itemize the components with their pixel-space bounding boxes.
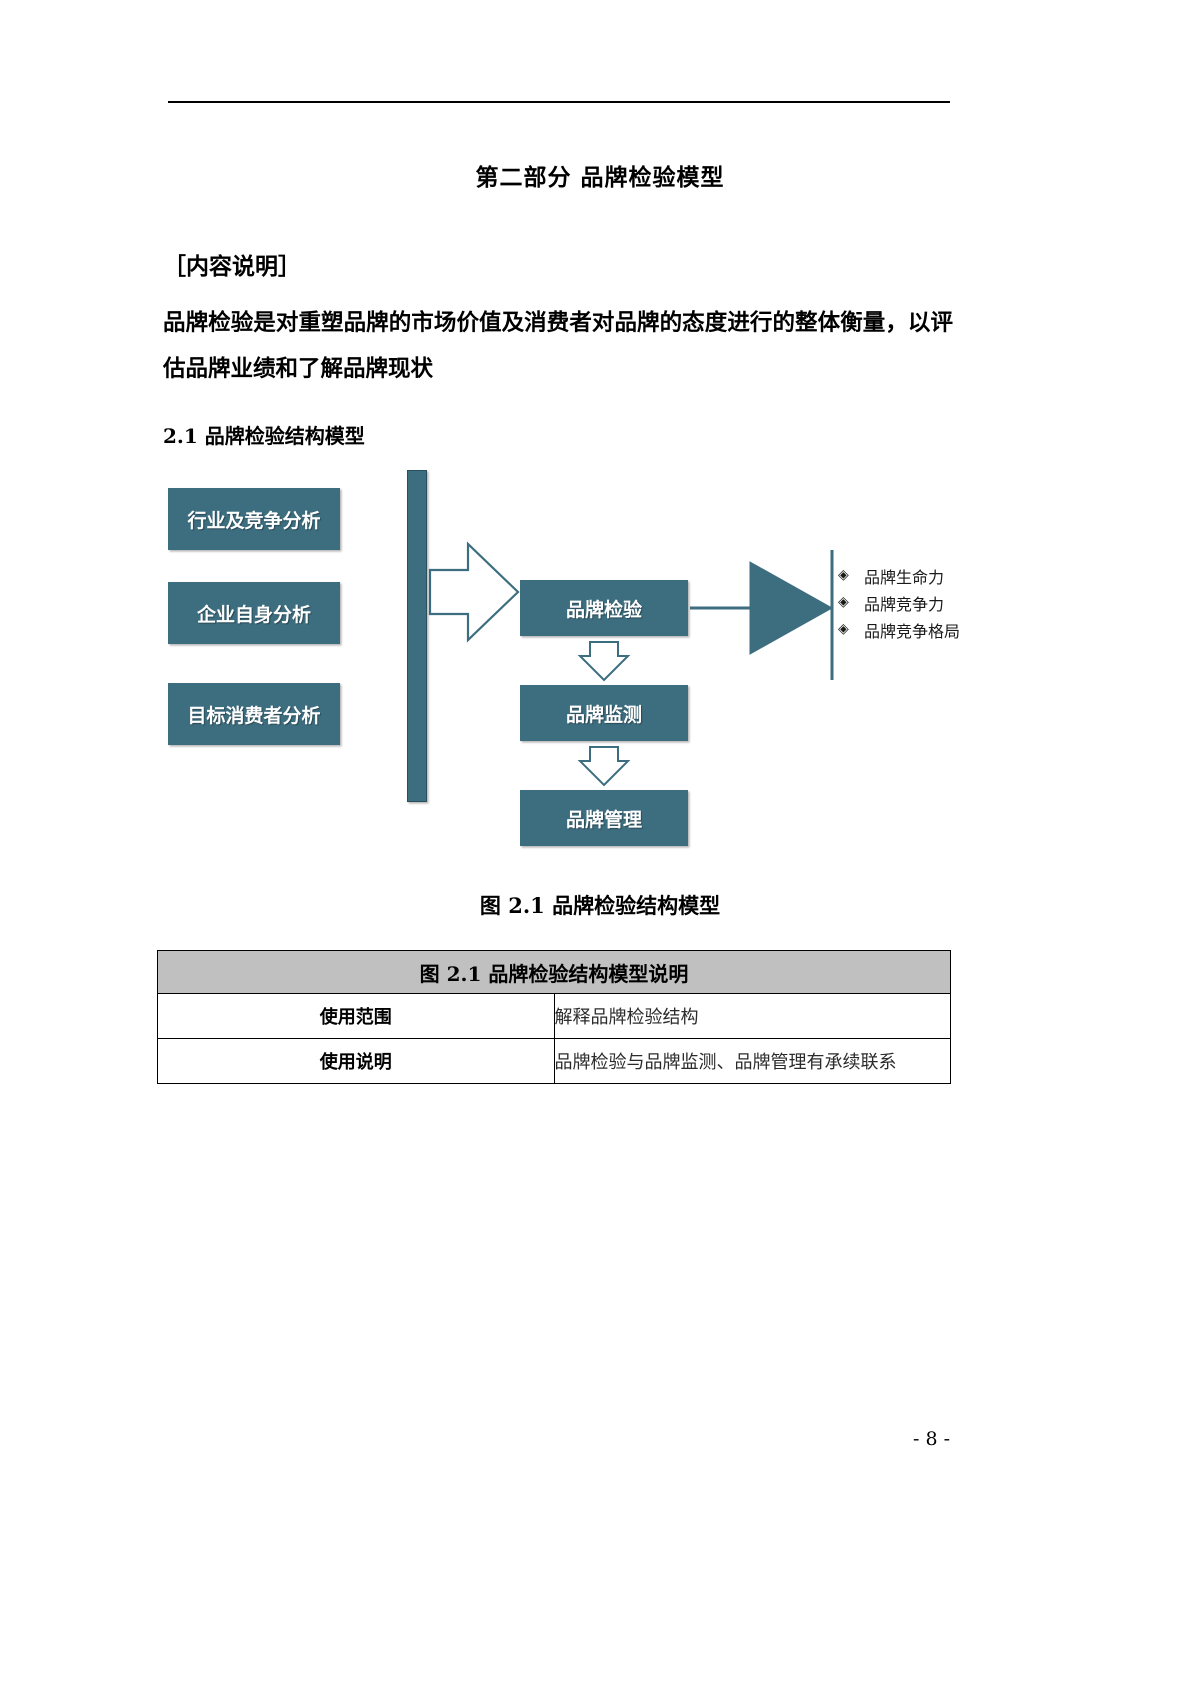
list-item: ◈ 品牌生命力 [838, 562, 1048, 589]
list-item: ◈ 品牌竞争格局 [838, 616, 1048, 643]
input-box-consumer-analysis[interactable]: 目标消费者分析 [168, 683, 340, 745]
output-label-brand-competitive-landscape: 品牌竞争格局 [864, 621, 961, 641]
up-arrow-monitoring-to-inspection [577, 641, 631, 682]
page-number: - 8 - [912, 1428, 950, 1450]
large-right-arrow [428, 541, 520, 643]
table-header-row: 图 2.1 品牌检验结构模型说明 [157, 950, 951, 994]
up-arrow-management-to-monitoring [577, 746, 631, 787]
table-cell-value-usage-scope: 解释品牌检验结构 [553, 993, 951, 1039]
output-triangle [749, 561, 834, 655]
page-title: 第二部分 品牌检验模型 [475, 164, 725, 191]
brand-inspection-structure-diagram: 行业及竞争分析 企业自身分析 目标消费者分析 品牌检验 品牌监测 品牌管理 ◈ … [150, 462, 1050, 882]
content-description-label: ［内容说明］ [163, 253, 301, 280]
input-box-industry-analysis[interactable]: 行业及竞争分析 [168, 488, 340, 550]
diamond-bullet-icon: ◈ [838, 567, 849, 583]
lead-paragraph: 品牌检验是对重塑品牌的市场价值及消费者对品牌的态度进行的整体衡量，以评估品牌业绩… [163, 310, 953, 382]
output-bullet-list: ◈ 品牌生命力 ◈ 品牌竞争力 ◈ 品牌竞争格局 [838, 562, 1048, 643]
diamond-bullet-icon: ◈ [838, 594, 849, 610]
list-item: ◈ 品牌竞争力 [838, 589, 1048, 616]
input-box-self-analysis-label: 企业自身分析 [196, 603, 311, 626]
section-heading-2-1: 2.1 品牌检验结构模型 [163, 424, 365, 448]
diamond-bullet-icon: ◈ [838, 621, 849, 637]
figure-description-table: 图 2.1 品牌检验结构模型说明 使用范围 解释品牌检验结构 使用说明 品牌检验… [157, 950, 951, 1084]
table-row: 使用说明 品牌检验与品牌监测、品牌管理有承续联系 [157, 1038, 951, 1084]
diagram-connectors [428, 541, 834, 787]
output-label-brand-vitality: 品牌生命力 [864, 567, 945, 587]
process-box-brand-management[interactable]: 品牌管理 [520, 790, 688, 846]
process-box-brand-inspection[interactable]: 品牌检验 [520, 580, 688, 636]
input-box-self-analysis[interactable]: 企业自身分析 [168, 582, 340, 644]
input-box-industry-analysis-label: 行业及竞争分析 [187, 509, 321, 532]
table-header-cell: 图 2.1 品牌检验结构模型说明 [157, 950, 951, 994]
output-label-brand-competitiveness: 品牌竞争力 [864, 594, 945, 614]
table-cell-value-usage-note: 品牌检验与品牌监测、品牌管理有承续联系 [553, 1038, 951, 1084]
process-box-brand-monitoring-label: 品牌监测 [565, 703, 642, 726]
table-row: 使用范围 解释品牌检验结构 [157, 993, 951, 1039]
process-box-brand-inspection-label: 品牌检验 [565, 598, 642, 621]
table-cell-key-usage-scope: 使用范围 [157, 993, 555, 1039]
input-box-consumer-analysis-label: 目标消费者分析 [187, 704, 321, 727]
process-box-brand-monitoring[interactable]: 品牌监测 [520, 685, 688, 741]
header-rule [168, 101, 950, 103]
process-box-brand-management-label: 品牌管理 [565, 808, 642, 831]
input-collector-bar [407, 470, 427, 802]
table-cell-key-usage-note: 使用说明 [157, 1038, 555, 1084]
figure-caption: 图 2.1 品牌检验结构模型 [479, 893, 721, 918]
